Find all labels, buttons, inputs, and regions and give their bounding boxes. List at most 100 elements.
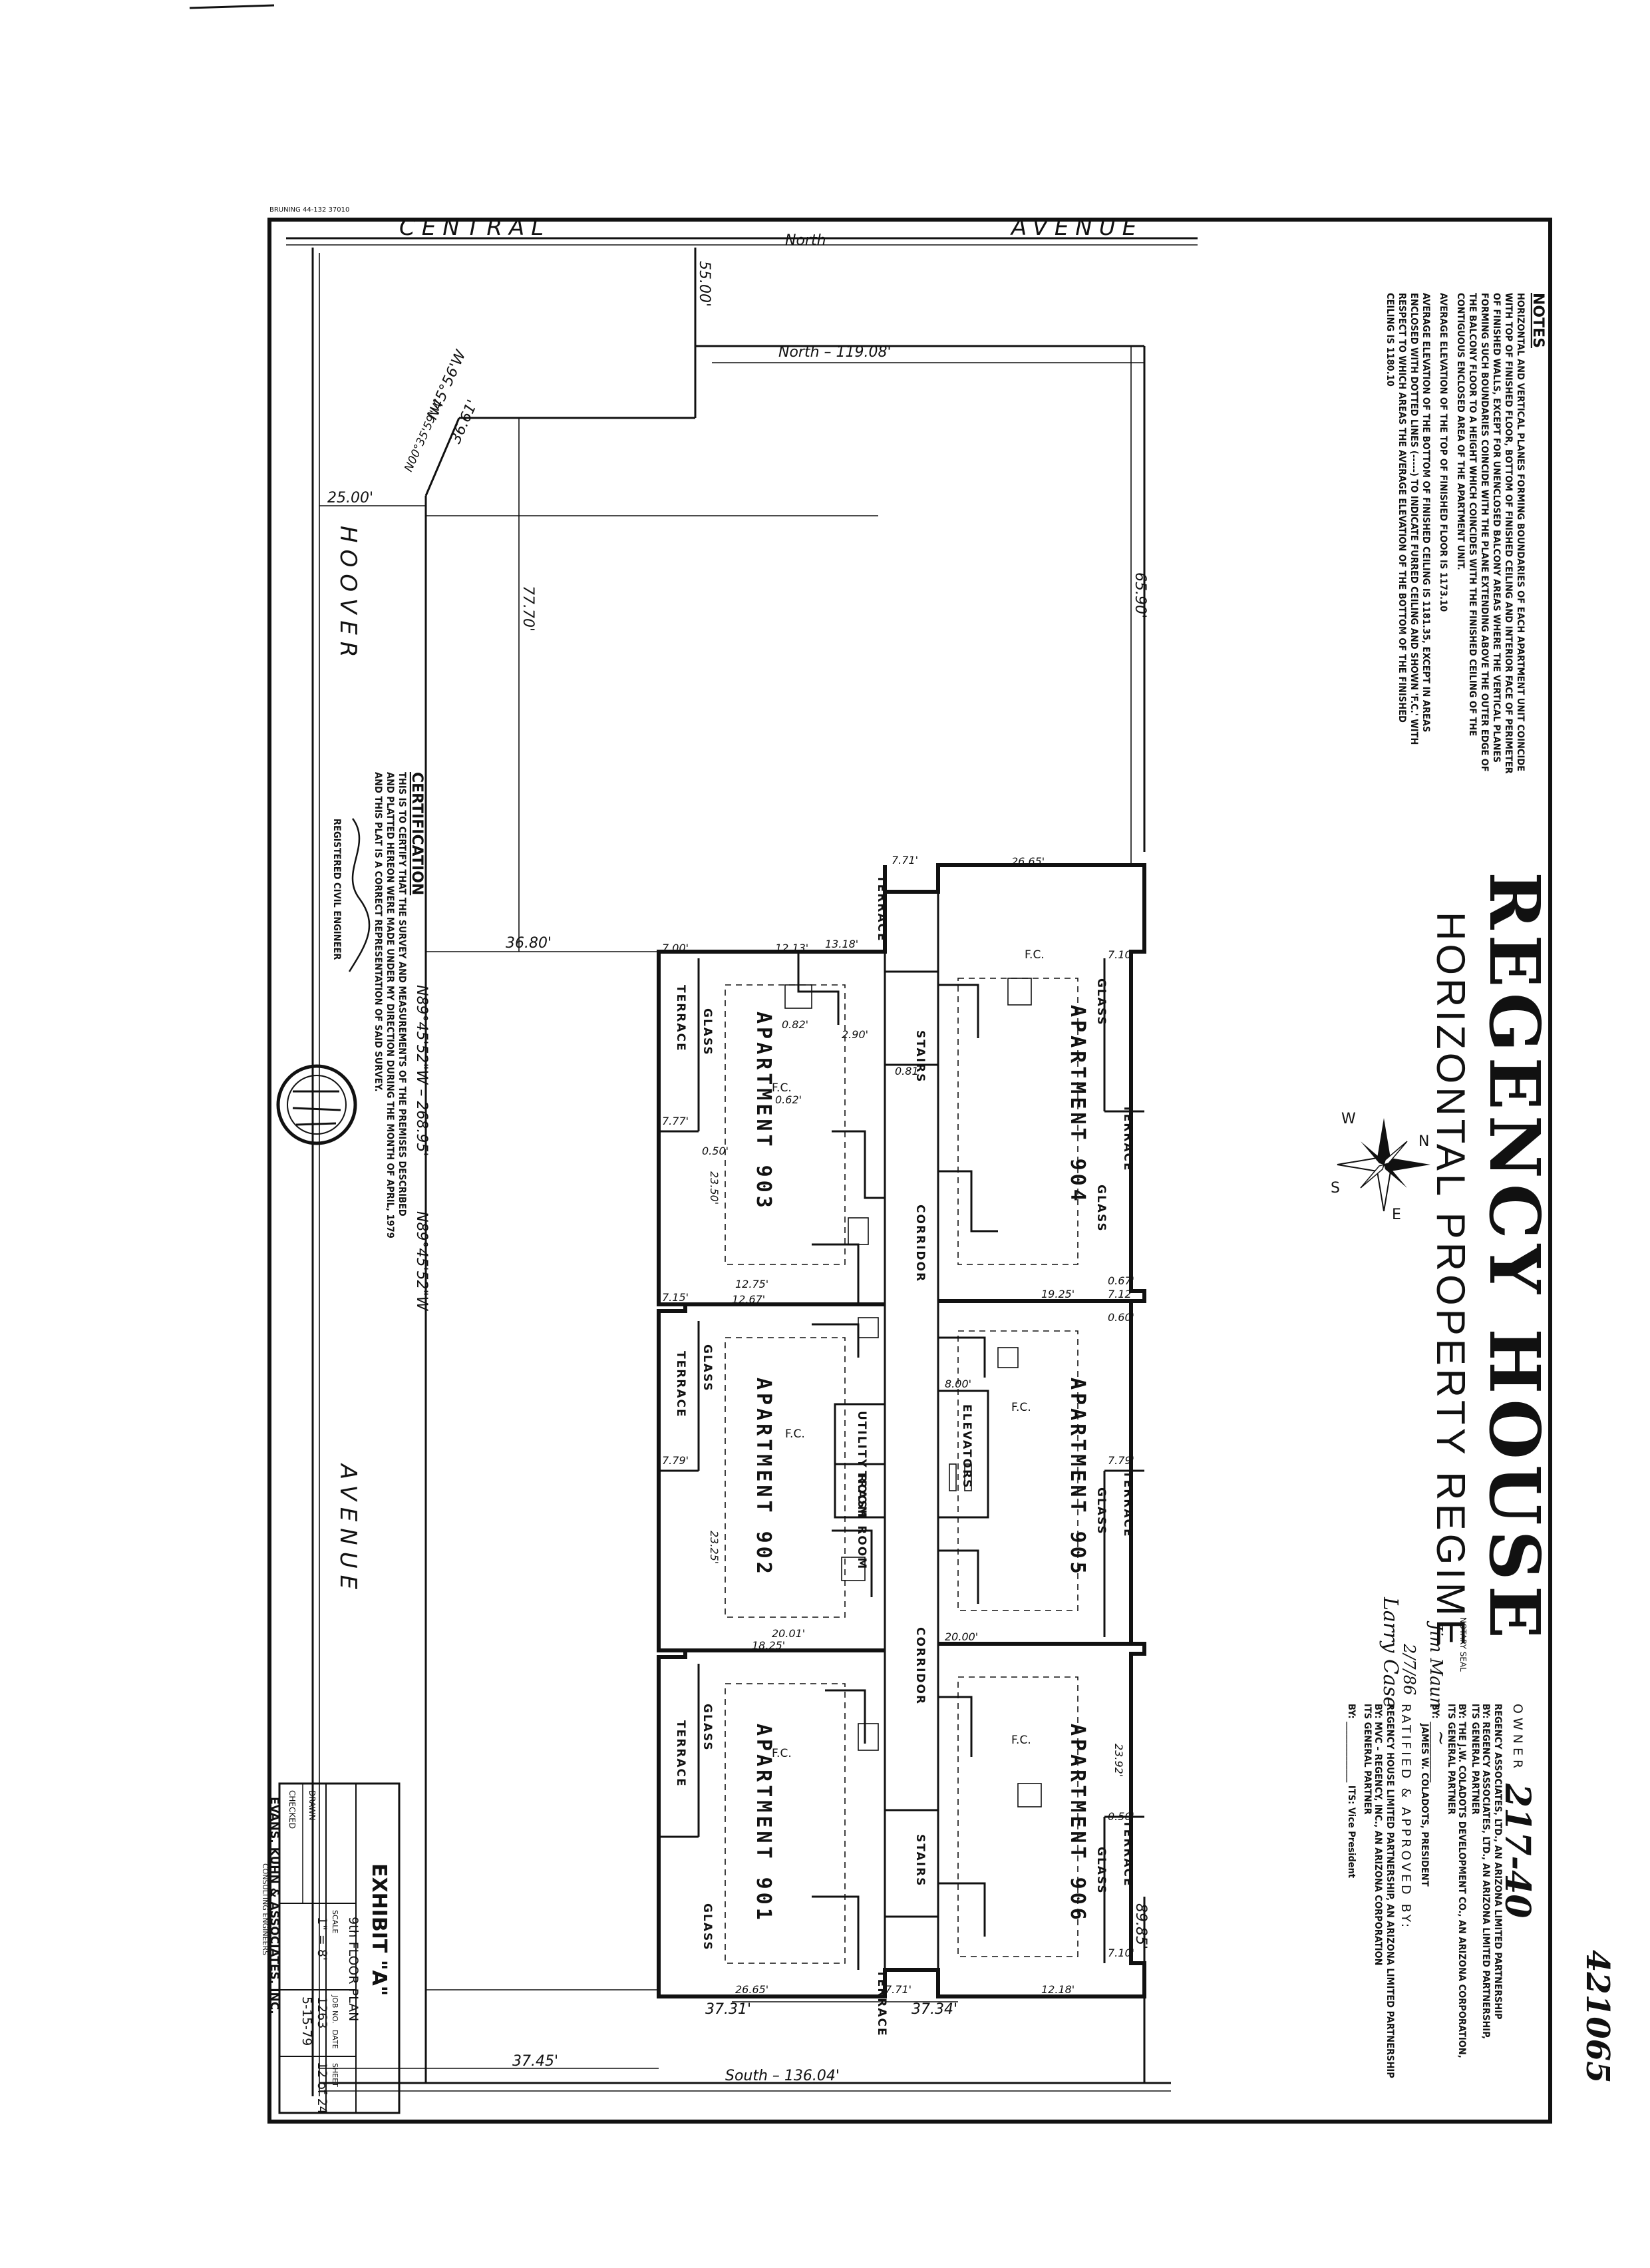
certification-line: THIS IS TO CERTIFY THAT THE SURVEY AND M…: [397, 772, 407, 1217]
title-checked: CHECKED: [287, 1790, 297, 1829]
unit-dim: 13.18': [825, 938, 858, 950]
owner-line: ITS GENERAL PARTNER: [1446, 1704, 1456, 1815]
owner-hand: 217-40: [1497, 1783, 1538, 1919]
unit-dim: 12.18': [1041, 1983, 1074, 1996]
unit-dim: 7.71': [892, 854, 918, 866]
unit-dim: 7.79': [1108, 1454, 1134, 1467]
title-scale-label: SCALE: [331, 1910, 339, 1933]
compass-s: S: [1331, 1180, 1340, 1197]
label-trash: TRASH ROOM: [855, 1471, 868, 1570]
dim-36: 36.80': [506, 935, 552, 952]
notes-line: WITH TOP OF FINISHED FLOOR, BOTTOM OF FI…: [1503, 293, 1514, 774]
title-drawn: DRAWN: [307, 1790, 317, 1821]
label-fc-901: F.C.: [772, 1747, 792, 1760]
label-fc-903: F.C.: [772, 1081, 792, 1095]
label-terrace-bottom: TERRACE: [875, 1970, 888, 2037]
unit-dim: 0.60': [1108, 1311, 1134, 1324]
label-fc-905: F.C.: [1011, 1401, 1031, 1414]
compass-w: W: [1341, 1111, 1356, 1127]
certification-line: AND PLATTED HEREON WERE MADE UNDER MY DI…: [385, 772, 395, 1238]
label-glass-906: GLASS: [1094, 1847, 1108, 1895]
owner-line: BY: THE J.W. COLADOTS DEVELOPMENT CO., A…: [1456, 1704, 1467, 2058]
label-glass-904b: GLASS: [1094, 1185, 1108, 1232]
dim-37-31: 37.31': [705, 2001, 751, 2018]
unit-dim: 7.15': [662, 1291, 689, 1304]
unit-dimensions: 7.00' 12.13' 13.18' 7.71' 26.65' 7.10' 7…: [662, 854, 1134, 1996]
owner-line: BY: ______________: [1430, 1704, 1440, 1783]
unit-dim: 0.62': [775, 1093, 802, 1106]
hand-note-3: Larry Case: [1379, 1597, 1402, 1708]
street-central: CENTRAL: [399, 214, 550, 241]
title-firm-sub: CONSULTING ENGINEERS: [261, 1863, 269, 1955]
label-fc-906: F.C.: [1011, 1734, 1031, 1747]
scan-mark: [189, 4, 275, 9]
dim-89: 89.85': [1132, 1903, 1149, 1949]
label-terrace-906: TERRACE: [1121, 1820, 1134, 1887]
dim-west-1: N89°45'52"W – 268.95': [413, 985, 430, 1156]
label-terrace-903: TERRACE: [674, 985, 687, 1052]
notes-line: AVERAGE ELEVATION OF THE BOTTOM OF FINIS…: [1420, 293, 1431, 732]
site-boundary: [286, 237, 1198, 2096]
owner-block: OWNER 217-40 REGENCY ASSOCIATES, LTD., A…: [1346, 1704, 1538, 2078]
notes-line: CONTIGUOUS ENCLOSED AREA OF THE APARTMEN…: [1455, 293, 1466, 570]
dim-37-45: 37.45': [512, 2053, 558, 2070]
document-number: 421065: [1579, 1950, 1616, 2083]
title-job: 1263: [315, 1996, 329, 2028]
notes-heading: NOTES: [1530, 293, 1546, 348]
unit-dim: 18.25': [752, 1639, 785, 1652]
notes-line: FORMING SUCH BOUNDARIES COINCIDE WITH TH…: [1479, 293, 1490, 772]
label-utility: UTILITY ROOM: [855, 1411, 868, 1519]
apartment-906-label: APARTMENT 906: [1066, 1724, 1089, 1923]
certification-block: CERTIFICATION THIS IS TO CERTIFY THAT TH…: [331, 772, 425, 1238]
dim-37-34: 37.34': [911, 2001, 957, 2018]
notes-line: ENCLOSED WITH DOTTED LINES (-----) TO IN…: [1408, 293, 1419, 745]
unit-dim: 20.01': [772, 1627, 805, 1640]
certification-heading: CERTIFICATION: [409, 772, 425, 895]
dim-west-2: N89°45'52"W: [413, 1211, 430, 1312]
label-terrace-904: TERRACE: [1121, 1105, 1134, 1172]
street-central-north: North: [785, 232, 826, 249]
title-firm: EVANS, KUHN & ASSOCIATES, INC.: [267, 1797, 281, 2014]
dim-north: North – 119.08': [778, 344, 892, 361]
unit-dim: 26.65': [735, 1983, 768, 1996]
unit-dim: 7.12': [1108, 1288, 1134, 1300]
unit-dim: 8.00': [945, 1378, 971, 1390]
unit-dim: 20.00': [945, 1630, 978, 1643]
compass-e: E: [1392, 1207, 1401, 1223]
notes-line: AVERAGE ELEVATION OF THE TOP OF FINISHED…: [1438, 293, 1448, 612]
title-scale: 1" = 8': [315, 1917, 329, 1961]
label-stairs-1: STAIRS: [913, 1030, 927, 1083]
unit-dim: 23.25': [708, 1531, 721, 1564]
owner-line: BY: MVC – REGENCY, INC., AN ARIZONA CORP…: [1373, 1704, 1383, 1966]
title-job-label: JOB NO.: [331, 1994, 339, 2024]
project-title: REGENCY HOUSE: [1474, 872, 1556, 1644]
certification-signer: REGISTERED CIVIL ENGINEER: [331, 819, 342, 960]
label-glass-901: GLASS: [701, 1704, 714, 1752]
unit-dim: 7.79': [662, 1454, 689, 1467]
apartment-903-label: APARTMENT 903: [752, 1012, 775, 1211]
unit-dim: 0.67': [1108, 1274, 1134, 1287]
unit-dim: 7.00': [662, 942, 689, 954]
dim-65: 65.90': [1132, 572, 1148, 618]
owner-line: ITS GENERAL PARTNER: [1470, 1704, 1480, 1815]
unit-dim: 7.10': [1108, 948, 1134, 961]
unit-dim: 0.50': [1108, 1810, 1134, 1823]
building-floor-plan: [657, 863, 1146, 1998]
apartment-905-label: APARTMENT 905: [1066, 1378, 1089, 1577]
label-corridor-1: CORRIDOR: [913, 1205, 927, 1282]
label-terrace-901: TERRACE: [674, 1720, 687, 1788]
dim-chord-length: 36.61': [448, 397, 482, 446]
dim-south: South – 136.04': [725, 2068, 840, 2084]
owner-line: ITS GENERAL PARTNER: [1362, 1704, 1373, 1815]
owner-line: RATIFIED & APPROVED BY:: [1399, 1704, 1413, 1930]
street-avenue-bottom: AVENUE: [335, 1463, 361, 1596]
owner-line: REGENCY ASSOCIATES, LTD., AN ARIZONA LIM…: [1492, 1704, 1503, 2020]
unit-dim: 26.65': [1011, 855, 1045, 868]
unit-dim: 7.71': [885, 1983, 911, 1996]
unit-dim: 0.82': [782, 1018, 808, 1031]
dim-55: 55.00': [696, 261, 713, 307]
unit-dim: 12.67': [732, 1293, 765, 1306]
title-block: EXHIBIT "A" 9th FLOOR PLAN DRAWN CHECKED…: [261, 1782, 401, 2114]
label-elevators: ELEVATORS: [960, 1404, 973, 1489]
unit-dim: 23.92': [1112, 1744, 1125, 1777]
